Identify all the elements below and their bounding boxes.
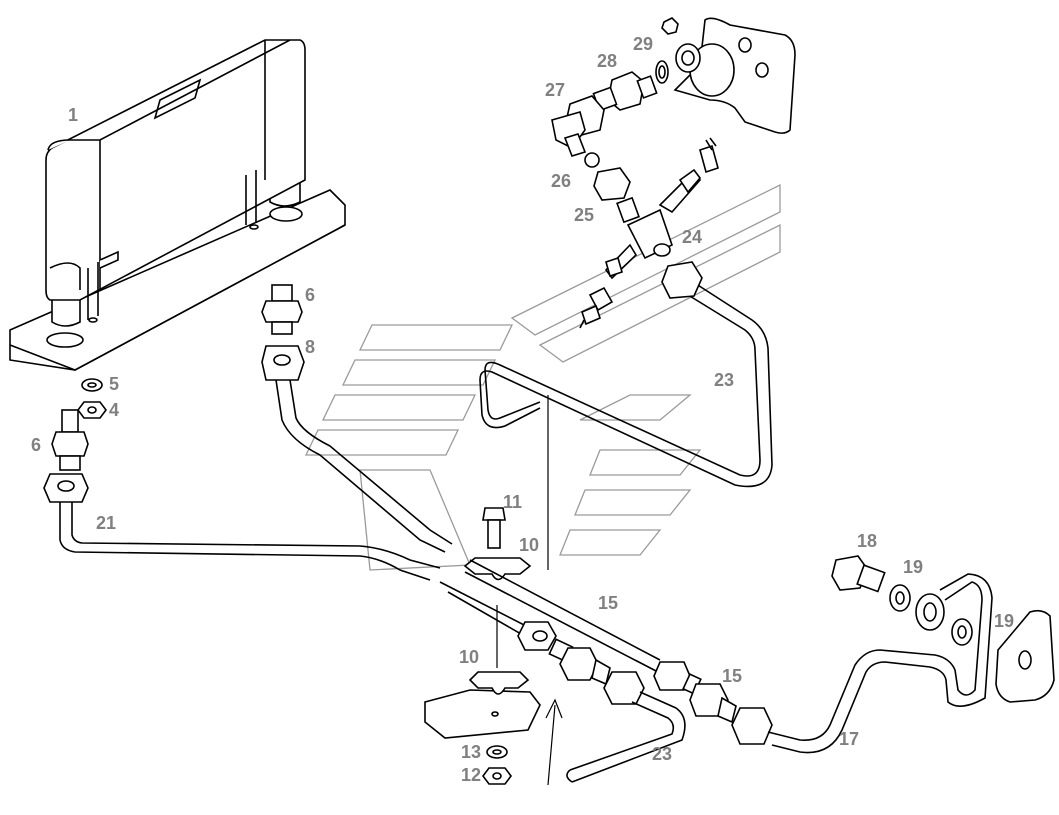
callout-11: 11 xyxy=(503,492,523,512)
nut-left xyxy=(43,473,89,503)
callout-15-right: 15 xyxy=(722,666,743,686)
callout-10-lower: 10 xyxy=(459,647,480,667)
callout-29: 29 xyxy=(633,34,654,54)
callout-23-lower: 23 xyxy=(652,744,673,764)
nut-23-lower xyxy=(603,671,645,705)
fitting-15-right xyxy=(653,661,737,724)
leader-arrow xyxy=(545,698,563,786)
callout-1: 1 xyxy=(68,105,79,125)
nut-17 xyxy=(731,707,773,745)
callout-6-top: 6 xyxy=(305,285,316,305)
callout-15-left: 15 xyxy=(598,593,619,613)
washer-19-left xyxy=(889,584,911,612)
adapter-6-top xyxy=(261,284,303,335)
callout-24: 24 xyxy=(682,227,703,247)
callout-5: 5 xyxy=(109,374,120,394)
pipe-23-upper xyxy=(479,279,773,488)
callout-19-right: 19 xyxy=(994,611,1015,631)
sealing-ring-29 xyxy=(655,60,669,84)
nut-12 xyxy=(482,767,512,785)
banjo-bolt-18 xyxy=(831,555,886,593)
fitting-15-left xyxy=(517,621,611,686)
mounting-block xyxy=(995,609,1055,703)
oil-cooler xyxy=(9,39,346,371)
pipe-17 xyxy=(767,573,993,754)
callout-4: 4 xyxy=(109,400,120,420)
bolt-11 xyxy=(482,507,506,549)
nut-25 xyxy=(593,167,631,201)
callout-18: 18 xyxy=(857,531,878,551)
callout-12: 12 xyxy=(461,765,482,785)
callout-25: 25 xyxy=(574,205,595,225)
pipe-23-lower xyxy=(566,691,686,783)
callout-27: 27 xyxy=(545,80,566,100)
clamp-10-upper xyxy=(463,557,532,581)
watermark-logo xyxy=(304,183,781,571)
bracket-plate xyxy=(424,689,541,739)
callout-21: 21 xyxy=(96,513,117,533)
nut-8 xyxy=(261,345,305,381)
tee-24 xyxy=(579,137,719,329)
engine-housing xyxy=(661,17,796,134)
callout-10-upper: 10 xyxy=(519,535,540,555)
washer-19-right xyxy=(951,618,973,646)
callout-23-upper: 23 xyxy=(714,370,735,390)
callout-6-left: 6 xyxy=(31,435,42,455)
washer-13 xyxy=(486,745,508,759)
callout-28: 28 xyxy=(597,51,618,71)
nut-23-upper xyxy=(661,261,703,299)
adapter-6-left xyxy=(51,409,89,471)
callout-17: 17 xyxy=(839,729,860,749)
pipe-lower xyxy=(439,559,661,673)
callout-13: 13 xyxy=(461,742,482,762)
pipe-21 xyxy=(59,502,441,581)
adapter-28 xyxy=(592,71,658,112)
washer-5 xyxy=(81,378,103,392)
pipe-8 xyxy=(275,379,453,553)
callout-19-left: 19 xyxy=(903,557,924,577)
nut-4 xyxy=(77,401,107,419)
sleeve-26 xyxy=(584,152,600,168)
callout-26: 26 xyxy=(551,171,572,191)
callout-8: 8 xyxy=(305,337,316,357)
clamp-10-lower xyxy=(468,671,530,695)
elbow-27 xyxy=(551,95,605,157)
banjo-fitting xyxy=(915,593,945,631)
